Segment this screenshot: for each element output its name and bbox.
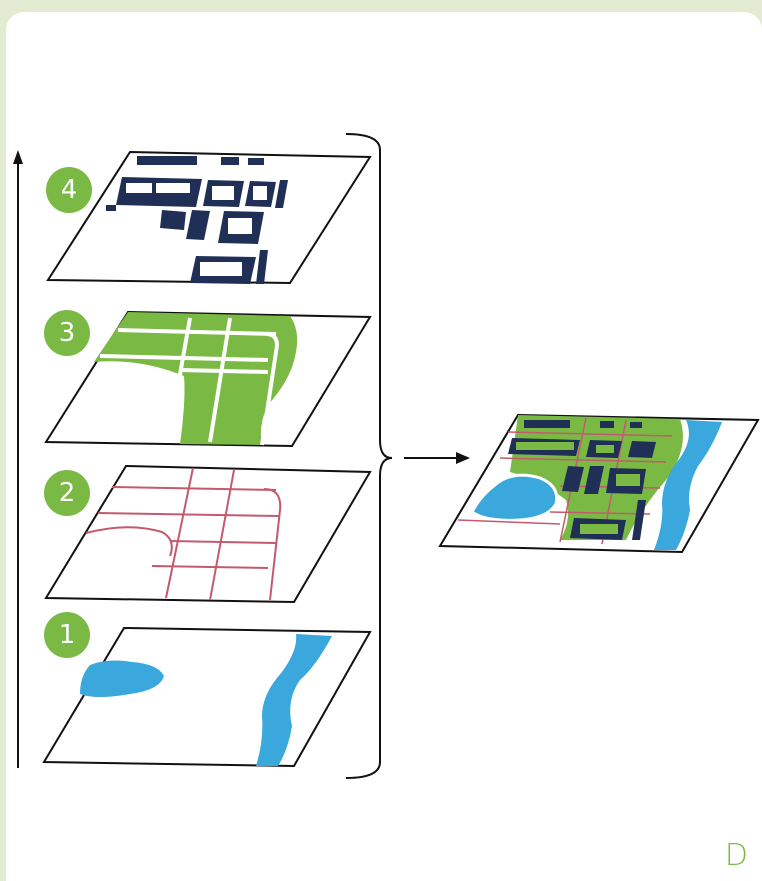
layer-1-badge: 1 [44, 612, 90, 658]
layer-4-buildings [48, 152, 370, 284]
combine-arrow [404, 452, 470, 464]
layer-4-badge: 4 [46, 167, 92, 213]
panel-label: D [725, 838, 748, 873]
vertical-arrow [13, 150, 23, 768]
layer-3-badge: 3 [44, 310, 90, 356]
layer-3-green [46, 312, 370, 446]
layer-2-roads [46, 466, 370, 602]
layer-2-badge: 2 [44, 470, 90, 516]
combine-brace [346, 134, 392, 778]
combined-map [440, 415, 758, 552]
layer-1-water [44, 628, 370, 766]
